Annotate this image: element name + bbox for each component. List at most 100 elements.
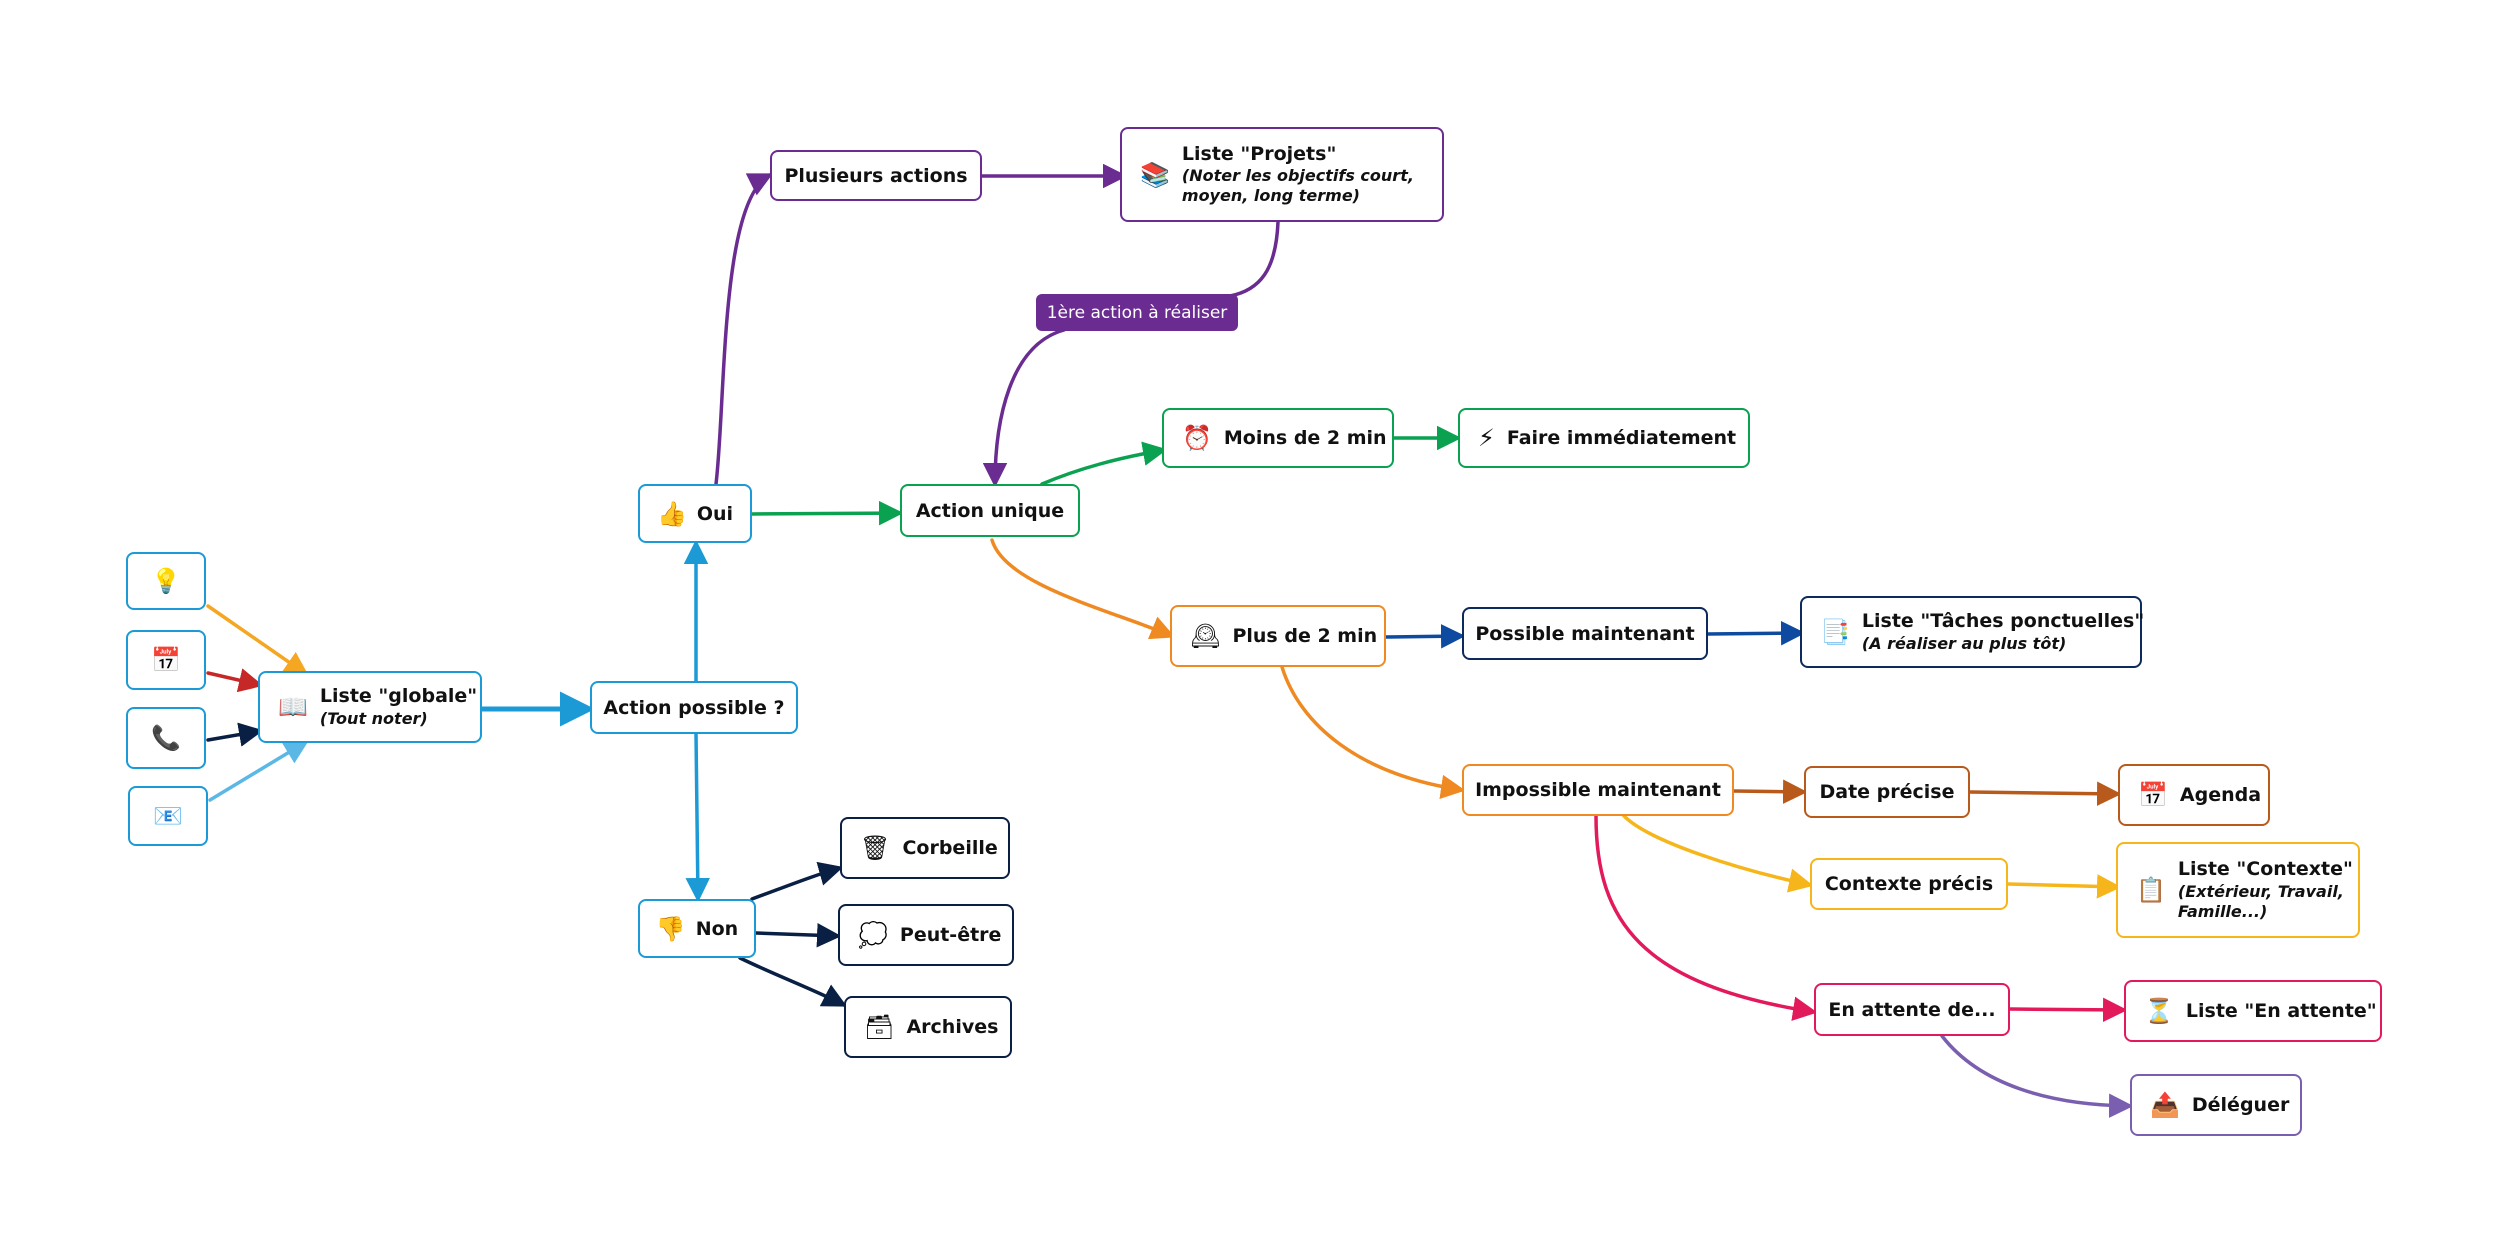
hourglass-icon: ⏳ — [2144, 997, 2174, 1025]
open-book-icon: 📖 — [278, 693, 308, 721]
date-precise-node[interactable]: Date précise — [1804, 766, 1970, 818]
edge-attente-liste — [2008, 997, 2128, 1023]
projets-node[interactable]: 📚 Liste "Projets"(Noter les objectifs co… — [1120, 127, 1444, 222]
moins-2-min-node[interactable]: ⏰ Moins de 2 min — [1162, 408, 1394, 468]
edge-attente-deleguer — [1940, 1034, 2134, 1118]
phone-node[interactable]: 📞 — [126, 707, 206, 769]
books-icon: 📚 — [1140, 160, 1170, 189]
edge-oui-plusieurs — [714, 173, 774, 486]
edge-phone-global — [206, 722, 264, 747]
archives-label: Archives — [906, 1016, 999, 1038]
edge-impossible-contexte — [1622, 814, 1814, 893]
edge-unique-moins — [1040, 441, 1168, 486]
liste-contexte-node[interactable]: 📋 Liste "Contexte"(Extérieur, Travail, F… — [2116, 842, 2360, 938]
faire-immediatement-node[interactable]: ⚡ Faire immédiatement — [1458, 408, 1750, 468]
premiere-action-badge: 1ère action à réaliser — [1036, 294, 1238, 331]
projets-sub: (Noter les objectifs court, moyen, long … — [1181, 166, 1414, 206]
liste-en-attente-label: Liste "En attente" — [2185, 1000, 2377, 1022]
impossible-maintenant-label: Impossible maintenant — [1475, 779, 1721, 801]
alarm-clock-icon: ⏰ — [1182, 424, 1212, 452]
peut-etre-node[interactable]: 💭 Peut-être — [838, 904, 1014, 966]
non-label: Non — [695, 917, 739, 940]
document-icon: 📑 — [1820, 618, 1850, 646]
possible-maintenant-node[interactable]: Possible maintenant — [1462, 607, 1708, 660]
edge-possible-taches — [1706, 620, 1806, 646]
peut-etre-label: Peut-être — [899, 924, 1002, 946]
thumbs-down-icon: 👎 — [655, 914, 686, 943]
oui-label: Oui — [696, 502, 734, 525]
edge-contexte-liste — [2006, 874, 2122, 899]
action-unique-label: Action unique — [915, 499, 1065, 522]
corbeille-label: Corbeille — [902, 837, 998, 859]
edge-impossible-date — [1732, 779, 1808, 804]
action-possible-node[interactable]: Action possible ? — [590, 681, 798, 734]
clipboard-icon: 📋 — [2136, 876, 2166, 904]
email-node[interactable]: 📧 — [128, 786, 208, 846]
en-attente-label: En attente de... — [1828, 998, 1996, 1021]
taches-ponctuelles-label: Liste "Tâches ponctuelles" — [1861, 610, 2145, 633]
calendar-node[interactable]: 📅 — [126, 630, 206, 690]
non-node[interactable]: 👎 Non — [638, 899, 756, 958]
trash-icon: 🗑 — [860, 834, 891, 862]
corbeille-node[interactable]: 🗑 Corbeille — [840, 817, 1010, 879]
edge-action-non — [685, 732, 710, 903]
edge-email-global — [208, 740, 309, 802]
oui-node[interactable]: 👍 Oui — [638, 484, 752, 543]
impossible-maintenant-node[interactable]: Impossible maintenant — [1462, 764, 1734, 816]
phone-icon: 📞 — [151, 724, 181, 752]
idea-node[interactable]: 💡 — [126, 552, 206, 610]
global-list-label: Liste "globale" — [319, 685, 478, 708]
plus-2-min-label: Plus de 2 min — [1232, 625, 1378, 647]
edge-plus-impossible — [1280, 665, 1466, 800]
outbox-icon: 📤 — [2150, 1091, 2180, 1119]
possible-maintenant-label: Possible maintenant — [1475, 622, 1695, 645]
moins-2-min-label: Moins de 2 min — [1223, 427, 1387, 449]
edge-non-archives — [738, 956, 848, 1007]
global-list-sub: (Tout noter) — [319, 708, 428, 728]
edge-date-agenda — [1968, 781, 2122, 806]
agenda-label: Agenda — [2179, 784, 2262, 806]
edge-unique-plus — [990, 538, 1176, 640]
email-icon: 📧 — [153, 802, 183, 830]
liste-contexte-sub: (Extérieur, Travail, Famille...) — [2177, 881, 2344, 921]
thought-bubble-icon: 💭 — [858, 921, 888, 949]
calendar-icon: 📅 — [2138, 781, 2168, 809]
taches-ponctuelles-node[interactable]: 📑 Liste "Tâches ponctuelles"(A réaliser … — [1800, 596, 2145, 668]
thumbs-up-icon: 👍 — [656, 499, 687, 528]
liste-en-attente-node[interactable]: ⏳ Liste "En attente" — [2124, 980, 2382, 1042]
contexte-precis-label: Contexte précis — [1824, 873, 1994, 895]
liste-contexte-label: Liste "Contexte" — [2177, 858, 2353, 881]
global-list-node[interactable]: 📖 Liste "globale"(Tout noter) — [258, 671, 482, 743]
lightning-icon: ⚡ — [1478, 424, 1495, 452]
agenda-node[interactable]: 📅 Agenda — [2118, 764, 2270, 826]
edge-calendar-global — [206, 668, 264, 693]
projets-label: Liste "Projets" — [1181, 142, 1337, 165]
action-unique-node[interactable]: Action unique — [900, 484, 1080, 537]
edge-plus-possible — [1384, 624, 1466, 649]
taches-ponctuelles-sub: (A réaliser au plus tôt) — [1861, 633, 2067, 653]
premiere-action-label: 1ère action à réaliser — [1046, 302, 1228, 323]
edge-projets-premiere — [1228, 220, 1280, 298]
edge-idea-global — [206, 604, 309, 676]
en-attente-node[interactable]: En attente de... — [1814, 983, 2010, 1036]
plusieurs-actions-node[interactable]: Plusieurs actions — [770, 150, 982, 201]
faire-immediatement-label: Faire immédiatement — [1506, 427, 1737, 449]
contexte-precis-node[interactable]: Contexte précis — [1810, 858, 2008, 910]
action-possible-label: Action possible ? — [603, 696, 785, 719]
archives-node[interactable]: 🗃 Archives — [844, 996, 1012, 1058]
edge-oui-unique — [750, 500, 904, 526]
edge-impossible-attente — [1594, 814, 1818, 1021]
calendar-icon: 📅 — [151, 646, 181, 674]
plus-2-min-node[interactable]: 🕰 Plus de 2 min — [1170, 605, 1386, 667]
date-precise-label: Date précise — [1819, 781, 1955, 803]
edge-non-peutetre — [754, 922, 842, 948]
lightbulb-icon: 💡 — [151, 567, 181, 595]
plusieurs-actions-label: Plusieurs actions — [784, 164, 968, 187]
deleguer-label: Déléguer — [2191, 1094, 2290, 1116]
deleguer-node[interactable]: 📤 Déléguer — [2130, 1074, 2302, 1136]
mantel-clock-icon: 🕰 — [1190, 622, 1221, 650]
file-cabinet-icon: 🗃 — [864, 1013, 895, 1041]
edge-non-corbeille — [750, 861, 844, 901]
edge-premiere-unique — [982, 328, 1066, 488]
